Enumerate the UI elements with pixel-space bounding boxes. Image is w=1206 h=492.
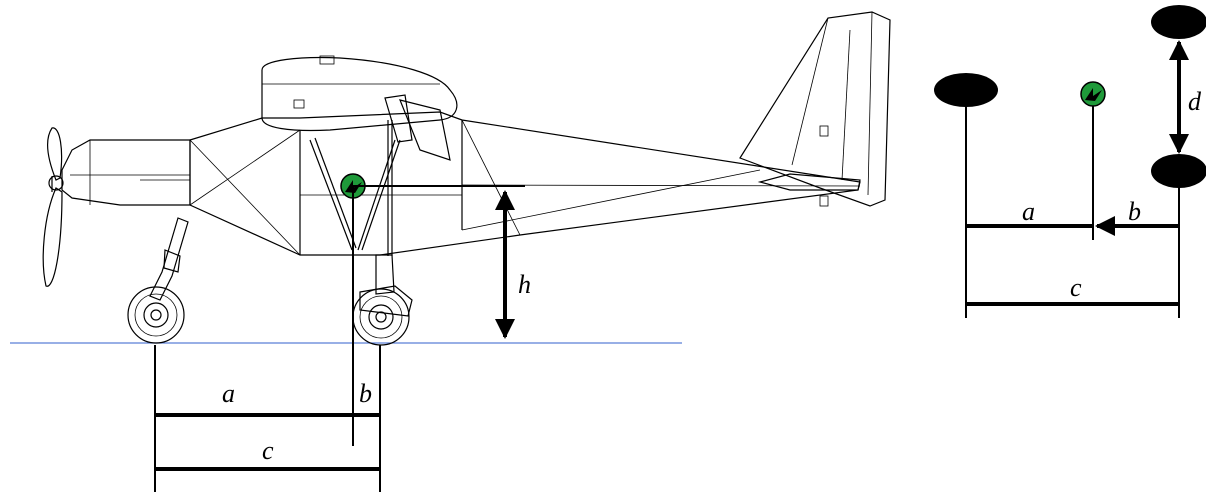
- label-h: h: [518, 270, 531, 299]
- label-a: a: [222, 379, 235, 408]
- label-top-c: c: [1070, 273, 1082, 302]
- propeller: [42, 127, 64, 287]
- side-view: h a b c: [10, 11, 891, 492]
- label-top-b: b: [1128, 197, 1141, 226]
- label-d: d: [1188, 87, 1202, 116]
- top-view: d a b c: [934, 5, 1206, 318]
- tail: [739, 11, 891, 207]
- main-landing-gear: [352, 254, 413, 346]
- wheel-contact-icon: [934, 73, 998, 107]
- nose-landing-gear: [127, 217, 189, 344]
- label-c: c: [262, 436, 274, 465]
- wheel-contact-icon: [1151, 5, 1206, 39]
- fuselage: [189, 111, 861, 256]
- wheel-contact-icon: [1151, 154, 1206, 188]
- main-wheel: [352, 288, 410, 346]
- nose-wheel: [127, 286, 185, 344]
- engine-cowl: [61, 139, 191, 206]
- wing: [261, 55, 458, 161]
- label-b: b: [359, 379, 372, 408]
- label-top-a: a: [1022, 197, 1035, 226]
